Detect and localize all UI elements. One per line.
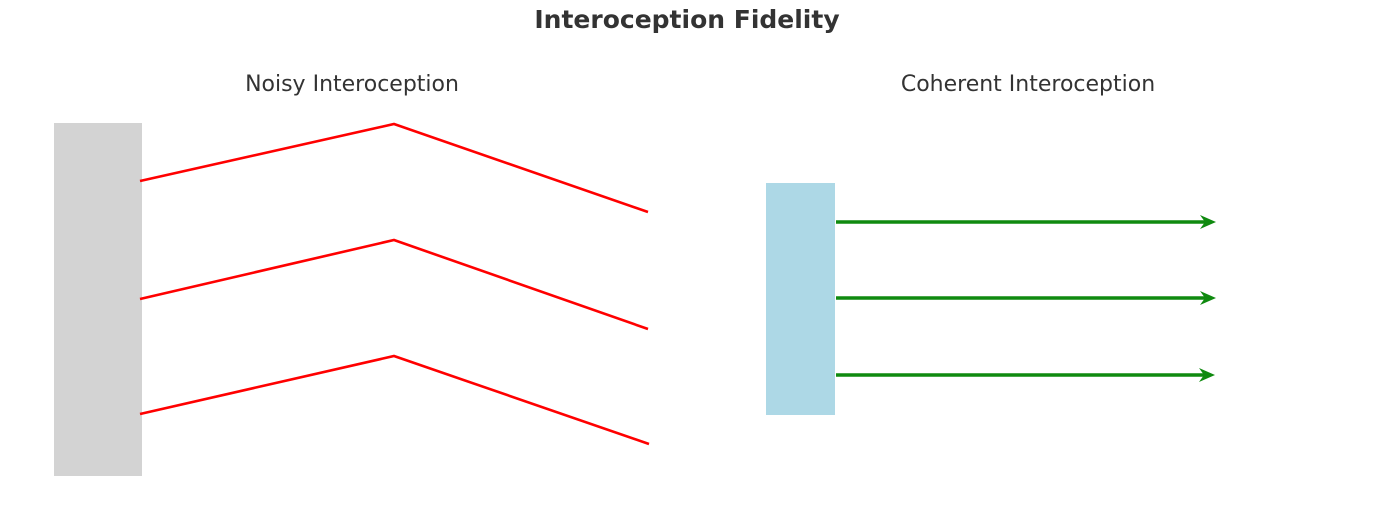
noisy-signal-line-3: [139, 354, 650, 446]
noisy-signal-line-1: [139, 122, 649, 214]
panel-title-coherent: Coherent Interoception: [900, 72, 1156, 97]
coherent-signal-arrow-1-head: [1200, 215, 1216, 229]
panel-title-noisy: Noisy Interoception: [245, 72, 459, 97]
coherent-signal-arrow-2-head: [1200, 291, 1216, 305]
noisy-source-rect: [54, 123, 142, 476]
noisy-signal-line-2: [139, 238, 649, 331]
coherent-signal-arrow-3-head: [1199, 368, 1215, 382]
coherent-source-rect: [766, 183, 835, 415]
figure-title: Interoception Fidelity: [534, 5, 840, 34]
